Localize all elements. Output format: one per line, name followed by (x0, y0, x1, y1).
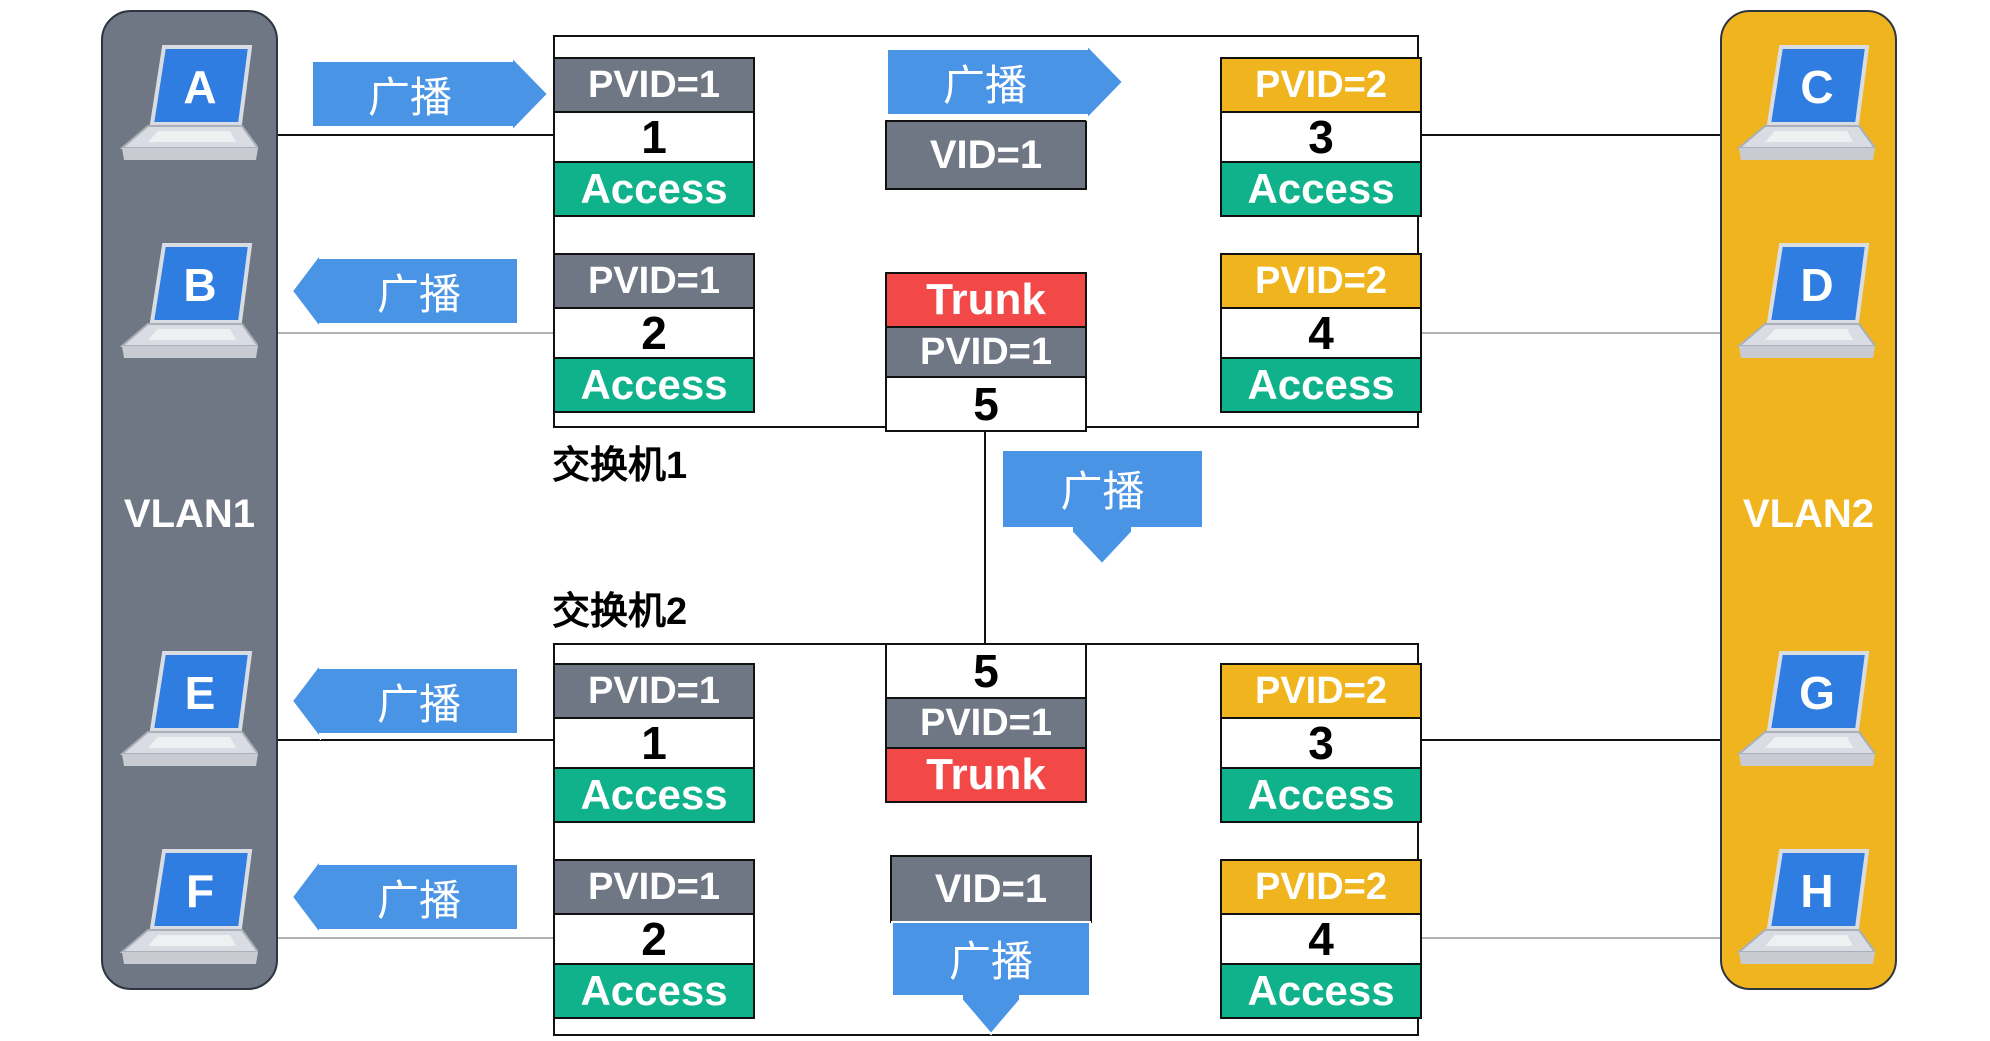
broadcast-arrow-from-a: 广播 (310, 54, 550, 134)
host-h: H (1735, 846, 1877, 981)
port-pvid: PVID=1 (887, 326, 1085, 378)
sw1-trunk-port-5: Trunk PVID=1 5 (885, 272, 1087, 432)
port-mode: Access (1222, 769, 1420, 821)
sw1-port-2: PVID=1 2 Access (553, 253, 755, 413)
broadcast-arrow-left-icon (290, 857, 519, 937)
port-pvid: PVID=2 (1222, 665, 1420, 717)
port-mode: Access (1222, 965, 1420, 1017)
host-f: F (118, 846, 260, 981)
sw2-port-2: PVID=1 2 Access (553, 859, 755, 1019)
laptop-icon (119, 651, 260, 766)
host-a: A (118, 42, 260, 177)
broadcast-label: 广播 (948, 937, 1033, 985)
broadcast-label: 广播 (1060, 467, 1145, 515)
port-mode: Access (1222, 359, 1420, 411)
sw2-port-3: PVID=2 3 Access (1220, 663, 1422, 823)
port-pvid: PVID=2 (1222, 861, 1420, 913)
broadcast-arrow-to-f: 广播 (290, 857, 520, 937)
broadcast-arrow-down-icon (1001, 449, 1204, 566)
host-b: B (118, 240, 260, 375)
broadcast-arrow-left-icon (290, 661, 519, 741)
broadcast-arrow-to-b: 广播 (290, 251, 520, 331)
port-number: 5 (887, 378, 1085, 430)
port-pvid: PVID=1 (555, 59, 753, 111)
host-c: C (1735, 42, 1877, 177)
port-mode: Trunk (887, 749, 1085, 801)
host-e: E (118, 648, 260, 783)
host-label: E (184, 667, 216, 719)
sw1-port-4: PVID=2 4 Access (1220, 253, 1422, 413)
laptop-icon (1736, 651, 1877, 766)
broadcast-arrow-left-icon (290, 251, 519, 331)
port-pvid: PVID=1 (555, 665, 753, 717)
port-number: 3 (1222, 111, 1420, 163)
port-pvid: PVID=1 (555, 255, 753, 307)
sw2-vid-tag: VID=1 (890, 855, 1092, 923)
broadcast-arrow-sw2-ingress: 广播 (890, 920, 1092, 1036)
broadcast-arrow-down-icon (891, 921, 1091, 1036)
broadcast-arrow-right-icon (886, 42, 1125, 122)
sw2-port-4: PVID=2 4 Access (1220, 859, 1422, 1019)
host-label: F (185, 865, 215, 917)
laptop-icon (1736, 849, 1877, 964)
vlan1-panel: VLAN1 (101, 10, 278, 990)
port-mode: Access (555, 163, 753, 215)
broadcast-label: 广播 (376, 876, 461, 924)
host-label: H (1800, 865, 1834, 917)
port-pvid: PVID=2 (1222, 59, 1420, 111)
host-d: D (1735, 240, 1877, 375)
port-number: 1 (555, 111, 753, 163)
vlan2-label: VLAN2 (1742, 492, 1875, 536)
port-number: 2 (555, 307, 753, 359)
sw2-trunk-port-5: 5 PVID=1 Trunk (885, 643, 1087, 803)
broadcast-arrow-right-icon (311, 54, 550, 134)
host-label: D (1800, 259, 1834, 311)
port-mode: Trunk (887, 274, 1085, 326)
port-mode: Access (555, 965, 753, 1017)
port-pvid: PVID=1 (555, 861, 753, 913)
broadcast-label: 广播 (376, 680, 461, 728)
broadcast-label: 广播 (376, 270, 461, 318)
sw2-port-1: PVID=1 1 Access (553, 663, 755, 823)
laptop-icon (119, 849, 260, 964)
broadcast-label: 广播 (367, 73, 452, 121)
port-pvid: PVID=1 (887, 697, 1085, 749)
laptop-icon (1736, 45, 1877, 160)
switch1-label: 交换机1 (552, 445, 688, 487)
host-label: C (1800, 61, 1834, 113)
broadcast-arrow-to-e: 广播 (290, 661, 520, 741)
port-mode: Access (555, 769, 753, 821)
port-number: 1 (555, 717, 753, 769)
sw1-port-1: PVID=1 1 Access (553, 57, 755, 217)
laptop-icon (119, 45, 260, 160)
laptop-icon (1736, 243, 1877, 358)
port-number: 2 (555, 913, 753, 965)
broadcast-arrow-sw1-ingress: 广播 (885, 42, 1125, 122)
host-label: A (183, 61, 217, 113)
port-pvid: PVID=2 (1222, 255, 1420, 307)
host-g: G (1735, 648, 1877, 783)
broadcast-arrow-trunk-down: 广播 (1000, 448, 1205, 566)
sw1-port-3: PVID=2 3 Access (1220, 57, 1422, 217)
port-mode: Access (1222, 163, 1420, 215)
host-label: B (183, 259, 217, 311)
host-label: G (1799, 667, 1835, 719)
broadcast-label: 广播 (942, 61, 1027, 109)
switch2-label: 交换机2 (552, 591, 688, 633)
port-number: 4 (1222, 913, 1420, 965)
vlan2-panel: VLAN2 (1720, 10, 1897, 990)
vlan1-label: VLAN1 (123, 492, 256, 536)
port-number: 5 (887, 645, 1085, 697)
port-number: 4 (1222, 307, 1420, 359)
sw1-vid-tag: VID=1 (885, 120, 1087, 190)
port-number: 3 (1222, 717, 1420, 769)
laptop-icon (119, 243, 260, 358)
port-mode: Access (555, 359, 753, 411)
